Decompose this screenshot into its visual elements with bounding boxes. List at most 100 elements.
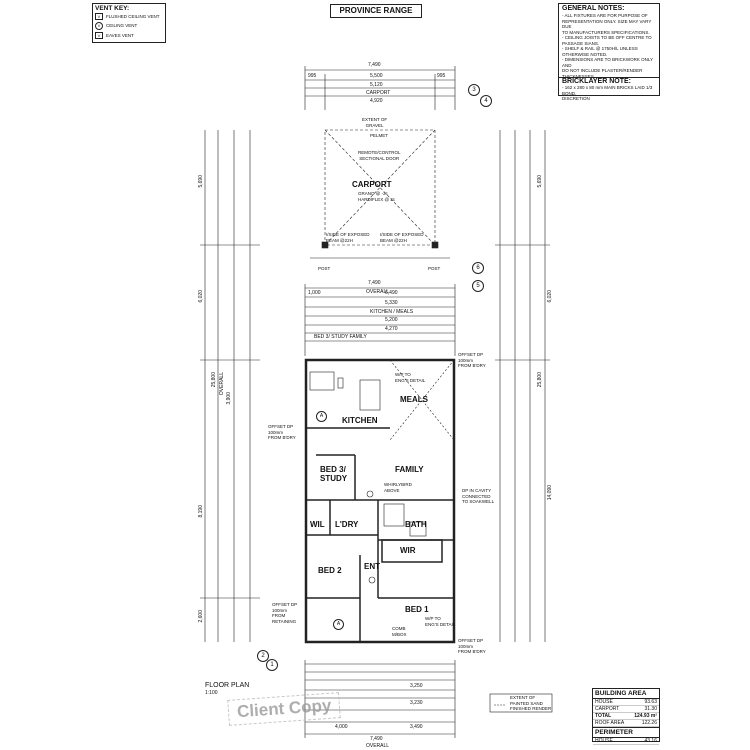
dim-overall-word: OVERALL: [366, 289, 390, 295]
floor-plan-label: FLOOR PLAN: [205, 682, 250, 689]
table-row: CARPORT 31.30: [593, 706, 659, 713]
eaves-vent-icon: V: [95, 32, 103, 39]
dim-bottom-4000: 4,000: [335, 724, 348, 730]
table-key: ROOF AREA: [595, 720, 625, 726]
note-extent-painted: EXTENT OF PAINTED SAND FINISHED RENDER: [510, 695, 552, 711]
section-marker: 3: [468, 84, 480, 96]
dim-right-6020: 6,020: [547, 290, 553, 303]
vent-key-row: V EAVES VENT: [95, 32, 163, 39]
perimeter-heading: PERIMETER: [593, 727, 659, 738]
dim-bottom-3230: 3,230: [410, 700, 423, 706]
room-ent: ENT: [364, 562, 380, 571]
general-note-line: DO NOT INCLUDE PLASTER/RENDER: [562, 68, 643, 73]
room-wir: WIR: [400, 546, 416, 555]
drawing-sheet: [90, 0, 660, 750]
dim-km-5330: 5,330: [385, 300, 398, 306]
dim-left-3900: 3,900: [226, 392, 232, 405]
dim-house-1000: 1,000: [308, 290, 321, 296]
section-marker: 6: [472, 262, 484, 274]
general-note-line: PASSAGE SIANS.: [562, 40, 600, 46]
table-row: HOUSE 93.63: [593, 699, 659, 706]
dim-house-overall: 7,490: [368, 280, 381, 286]
dim-bottom-7490: 7,490: [370, 736, 383, 742]
note-remote-door: REMOTE/CONTROL SECTIONAL DOOR: [358, 150, 401, 161]
dim-km-4270: 4,270: [385, 326, 398, 332]
note-whirlybird: WHIRLYBIRD ABOVE: [384, 482, 412, 493]
vent-key-heading: VENT KEY:: [95, 5, 130, 12]
table-row: ROOF AREA 122.26: [593, 720, 659, 727]
room-wil: WIL: [310, 520, 325, 529]
room-bed3-study: STUDY: [320, 474, 348, 483]
vent-key-item: FLUSHED CEILING VENT: [106, 13, 160, 19]
section-marker: 4: [480, 95, 492, 107]
dim-right-5690: 5,690: [537, 175, 543, 188]
dim-left-overall: OVERALL: [219, 372, 225, 396]
table-value: 122.26: [641, 720, 657, 726]
note-beam-2: I/SIDE OF EXPOSED BEAM @22H: [380, 232, 424, 243]
note-offset-dp-bl: OFFSET DP 100mm FROM RETAINING: [272, 602, 298, 624]
dim-left-6020: 6,020: [198, 290, 204, 303]
dim-house-6490: 6,490: [385, 290, 398, 296]
dim-carport-label: CARPORT: [366, 90, 391, 96]
table-key: HOUSE: [595, 699, 613, 705]
section-marker: 2: [257, 650, 269, 662]
general-note-line: - DIMENSIONS ARE TO BRICKWORK ONLY AND: [562, 57, 653, 68]
general-note-line: - SHELF & RAIL @ 1750H/L UNLESS: [562, 46, 638, 51]
general-note-line: TO MANUFACTURERS SPECIFICATIONS.: [562, 29, 650, 35]
dim-carport-left: 995: [308, 73, 317, 79]
vent-key-item: CEILING VENT: [106, 23, 138, 29]
note-ensuite: W/P TO ENG'S DETAIL: [425, 616, 456, 627]
table-value: 31.30: [644, 706, 657, 712]
general-note-line: THICKNESSES.: [562, 73, 596, 79]
room-bed1: BED 1: [405, 605, 429, 614]
bricklayer-note-panel: BRICKLAYER NOTE: - 162 x 280 x 80 mm MAI…: [558, 77, 660, 96]
note-wp-detail: W/P TO ENG'S DETAIL: [395, 372, 426, 383]
note-post-left: POST: [318, 266, 331, 271]
room-ldry: L'DRY: [335, 520, 359, 529]
general-note-line: - CEILING JOISTS TO BE OFF CENTRE TO: [562, 35, 652, 40]
note-offset-dp-left: OFFSET DP 100mm FROM B'DRY: [268, 424, 296, 440]
general-note-line: REPRESENTATION ONLY. SIZE MAY VARY DUE: [562, 18, 652, 30]
dim-carport-right: 995: [437, 73, 446, 79]
dim-bottom-3250: 3,250: [410, 683, 423, 689]
note-offset-dp-top: OFFSET DP 100mm FROM B'DRY: [458, 352, 486, 368]
dim-bottom-3490: 3,490: [410, 724, 423, 730]
vent-key-item: EAVES VENT: [106, 32, 134, 38]
table-key: TOTAL: [595, 713, 612, 719]
ceiling-vent-icon: V: [95, 22, 103, 30]
dim-km-label: KITCHEN / MEALS: [370, 309, 414, 315]
bricklayer-heading: BRICKLAYER NOTE:: [562, 78, 631, 85]
room-bed3: BED 3/: [320, 465, 346, 474]
table-key: HOUSE: [595, 738, 613, 744]
dim-bed3-fam: BED 3/ STUDY FAMILY: [314, 334, 367, 340]
room-kitchen: KITCHEN: [342, 416, 378, 425]
table-value: 93.63: [644, 699, 657, 705]
general-note-line: DISCRETION: [562, 95, 590, 101]
note-pelmet: PELMET: [370, 133, 389, 138]
dim-carport-5120: 5,120: [370, 82, 383, 88]
room-carport: CARPORT: [352, 180, 392, 189]
room-family: FAMILY: [395, 465, 424, 474]
dim-top-overall: 7,490: [368, 62, 381, 68]
flushed-vent-icon: V: [95, 13, 103, 20]
note-carport-grano: GRANO @ -2c HARDIFLEX @ 2c: [358, 191, 396, 202]
bricklayer-text: - 162 x 280 x 80 mm MAIN BRICKS LAID 1/3…: [562, 85, 653, 96]
note-post-right: POST: [428, 266, 441, 271]
vent-key-row: V CEILING VENT: [95, 22, 163, 30]
general-note-line: OTHERWISE NOTED.: [562, 51, 608, 57]
dim-right-14090: 14,090: [547, 485, 553, 501]
note-combi: COMB M/BOX: [392, 626, 407, 637]
vent-key-row: V FLUSHED CEILING VENT: [95, 13, 163, 20]
vent-key-panel: VENT KEY: V FLUSHED CEILING VENT V CEILI…: [92, 3, 166, 43]
table-value: 124.93 m²: [634, 713, 657, 719]
dim-carport-4920: 4,920: [370, 98, 383, 104]
dim-carport-mid: 5,500: [370, 73, 383, 79]
table-key: CARPORT: [595, 706, 620, 712]
section-marker: A: [316, 411, 327, 422]
dim-left-8190: 8,190: [198, 505, 204, 518]
